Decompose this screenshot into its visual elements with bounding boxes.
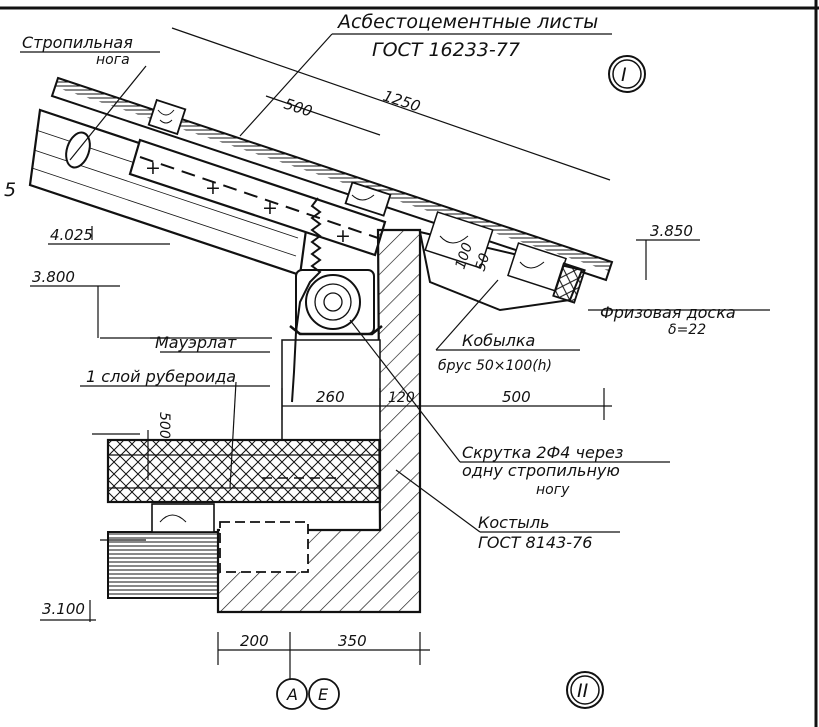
elevation-3100: 3.100 [42, 600, 85, 618]
callout-top: I [621, 64, 627, 86]
rafter-label-1: Стропильная [22, 33, 133, 52]
sheets-label-1: Асбестоцементные листы [336, 11, 598, 33]
dim-260: 260 [316, 388, 345, 406]
roofing-label: 1 слой рубероида [86, 367, 236, 386]
axis-e-marker [308, 678, 340, 710]
dim-350: 350 [338, 632, 367, 650]
elevation-3850: 3.850 [650, 222, 693, 240]
brick-wall [216, 228, 422, 614]
kobylka-label-2: брус 50×100(h) [438, 358, 552, 374]
rafter-label-2: нога [96, 52, 130, 68]
crutch-label-1: Костыль [478, 513, 550, 532]
svg-text:+: + [145, 157, 161, 179]
crutch-label-2: ГОСТ 8143-76 [478, 533, 592, 552]
mauerlat-beam [289, 269, 383, 336]
kobylka-bracket [418, 211, 586, 312]
dimension-lines [30, 27, 700, 680]
kobylka-label-1: Кобылка [462, 331, 535, 350]
twist-label-1: Скрутка 2Ф4 через [462, 443, 623, 462]
dim-1250: 1250 [381, 87, 423, 116]
mauerlat-label: Мауэрлат [155, 333, 237, 352]
callout-bottom: II [577, 680, 589, 702]
dim-500-vertical: 500 [156, 412, 172, 439]
frieze-label-2: δ=22 [668, 322, 706, 338]
twist-label-3: ногу [536, 482, 570, 498]
elevation-4025: 4.025 [50, 226, 93, 244]
callout-circle-top [608, 55, 646, 93]
twist-wire [291, 197, 322, 403]
dim-200: 200 [240, 632, 269, 650]
svg-text:+: + [335, 225, 351, 247]
rafter-plate: + + + + [128, 138, 387, 257]
dim-500-right: 500 [502, 388, 531, 406]
svg-text:+: + [262, 197, 278, 219]
axis-a-label: A [286, 685, 298, 704]
axis-a-marker [276, 678, 308, 710]
elevation-3800: 3.800 [32, 268, 75, 286]
lower-beam [107, 503, 309, 599]
axis-markers: A Е [276, 678, 340, 710]
dim-120: 120 [388, 390, 415, 406]
frieze-label-1: Фризовая доска [600, 303, 736, 322]
dim-500-top: 500 [282, 95, 315, 121]
left-edge-mark: 5 [4, 179, 16, 201]
ceiling-slab [106, 438, 382, 504]
twist-label-2: одну стропильную [462, 461, 620, 480]
callout-circle-bottom [566, 671, 604, 709]
axis-e-label: Е [318, 685, 329, 704]
leader-lines [20, 33, 770, 533]
sheets-label-2: ГОСТ 16233-77 [372, 39, 520, 61]
dim-100: 100 [453, 241, 477, 271]
dim-50: 50 [473, 251, 494, 273]
svg-text:+: + [205, 177, 221, 199]
timber-battens [147, 98, 392, 217]
